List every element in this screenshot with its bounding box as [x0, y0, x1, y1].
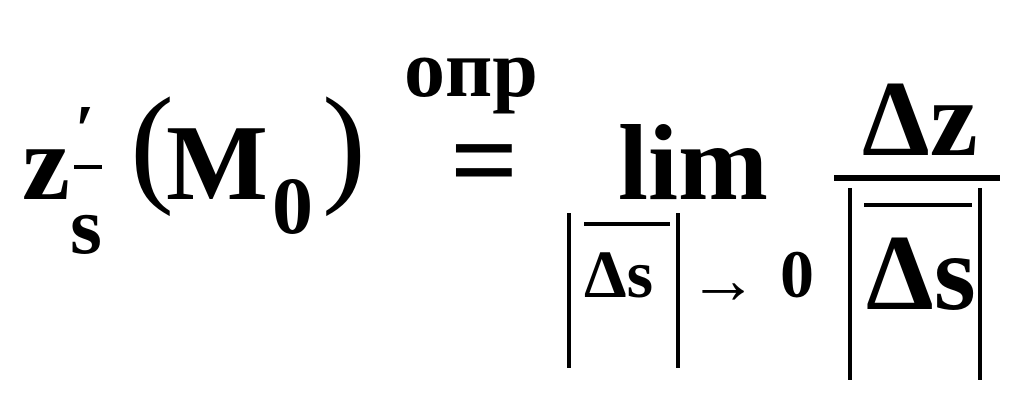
limit-operator: lim [618, 104, 768, 223]
point-subscript: 0 [272, 160, 313, 251]
right-parenthesis: ) [322, 70, 366, 217]
equals-sign: = [450, 93, 519, 226]
direction-subscript: s [70, 180, 102, 271]
point-symbol: M [166, 104, 268, 223]
denominator-vector-bar [864, 203, 972, 207]
derivative-prime: ′ [74, 92, 94, 169]
function-symbol: z [22, 104, 70, 223]
subscript-vector-bar [74, 165, 102, 169]
limit-vector-bar [584, 222, 670, 226]
fraction-numerator: Δz [862, 60, 978, 179]
fraction-line [834, 175, 1000, 181]
limit-abs-bar-right [676, 213, 680, 368]
fraction-denominator: Δs [866, 214, 976, 333]
limit-variable: Δs [584, 236, 654, 312]
denominator-abs-bar-left [848, 188, 852, 380]
definition-marker: опр [404, 23, 538, 114]
left-parenthesis: ( [130, 70, 174, 217]
denominator-abs-bar-right [978, 188, 982, 380]
limit-target: 0 [780, 236, 814, 312]
limit-abs-bar-left [567, 213, 571, 368]
arrow-symbol: → [688, 242, 758, 319]
